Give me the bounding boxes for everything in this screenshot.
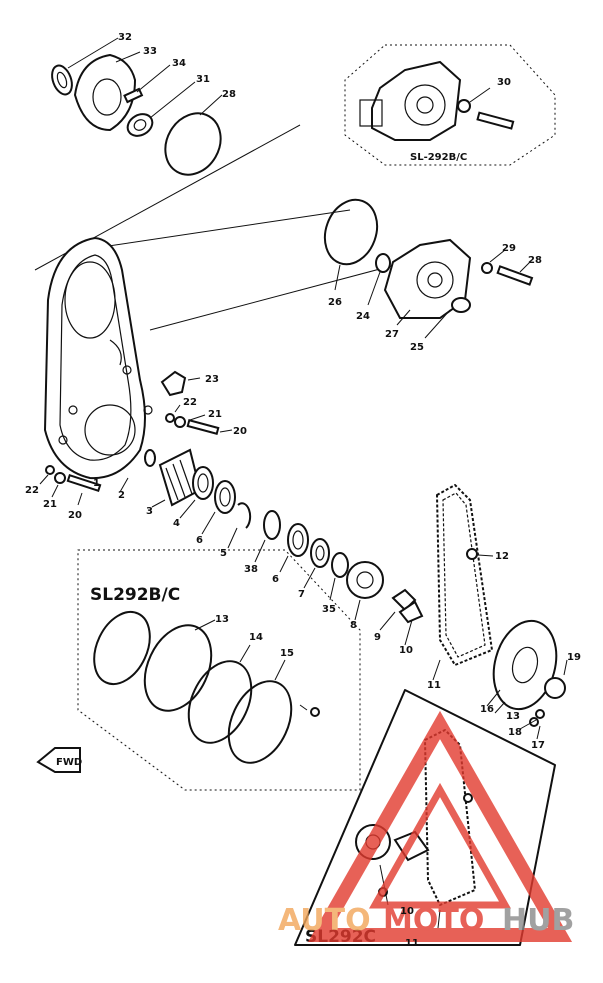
callout-14: 14 bbox=[249, 632, 263, 643]
callout-10b: 10 bbox=[400, 906, 414, 917]
callout-27: 27 bbox=[385, 329, 399, 340]
top-cover-assembly bbox=[51, 37, 223, 176]
callout-12: 12 bbox=[495, 551, 509, 562]
callout-9: 9 bbox=[374, 632, 381, 643]
callout-16: 16 bbox=[480, 704, 494, 715]
callout-3: 3 bbox=[146, 506, 153, 517]
callout-21: 21 bbox=[208, 409, 222, 420]
callout-28-top: 28 bbox=[222, 89, 236, 100]
watermark-auto: AUTO bbox=[278, 903, 371, 938]
callout-23: 23 bbox=[205, 374, 219, 385]
callout-11b: 11 bbox=[405, 938, 419, 949]
callout-29: 29 bbox=[502, 243, 516, 254]
callout-30: 30 bbox=[497, 77, 511, 88]
callout-11: 11 bbox=[427, 680, 441, 691]
callout-19: 19 bbox=[567, 652, 581, 663]
callout-1: 1 bbox=[93, 478, 100, 489]
callout-18: 18 bbox=[508, 727, 522, 738]
callout-20: 20 bbox=[233, 426, 247, 437]
cover-fasteners bbox=[39, 370, 233, 506]
callout-2: 2 bbox=[118, 490, 125, 501]
callout-22: 22 bbox=[183, 397, 197, 408]
callout-38: 38 bbox=[244, 564, 258, 575]
part-number-callouts: 32 33 34 31 28 30 29 28 26 24 27 25 23 2… bbox=[25, 32, 581, 949]
callout-6b: 6 bbox=[272, 574, 279, 585]
top-inset-label: SL-292B/C bbox=[410, 152, 467, 163]
callout-15: 15 bbox=[280, 648, 294, 659]
callout-17: 17 bbox=[531, 740, 545, 751]
callout-33: 33 bbox=[143, 46, 157, 57]
callout-35: 35 bbox=[322, 604, 336, 615]
direction-marker: FWD bbox=[36, 747, 82, 773]
shaft-stack bbox=[119, 448, 424, 646]
watermark-hub: HUB bbox=[502, 903, 574, 938]
callout-20b: 20 bbox=[68, 510, 82, 521]
watermark-moto: MOTO bbox=[383, 903, 484, 938]
dashed-box-label: SL292B/C bbox=[90, 585, 180, 605]
main-cover bbox=[43, 236, 153, 480]
callout-7: 7 bbox=[298, 589, 305, 600]
callout-31: 31 bbox=[196, 74, 210, 85]
callout-21b: 21 bbox=[43, 499, 57, 510]
callout-13: 13 bbox=[506, 711, 520, 722]
callout-24: 24 bbox=[356, 311, 370, 322]
upper-right-assembly bbox=[323, 198, 534, 339]
top-inset-variant: SL-292B/C bbox=[344, 44, 556, 166]
callout-5: 5 bbox=[220, 548, 227, 559]
callout-32: 32 bbox=[118, 32, 132, 43]
callout-13b: 13 bbox=[215, 614, 229, 625]
chain-and-hub bbox=[432, 484, 568, 740]
dashed-variant-box: SL292B/C bbox=[77, 549, 361, 791]
callout-26: 26 bbox=[328, 297, 342, 308]
watermark: AUTO MOTO HUB bbox=[278, 710, 574, 942]
callout-4: 4 bbox=[173, 518, 180, 529]
callout-8: 8 bbox=[350, 620, 357, 631]
callout-22b: 22 bbox=[25, 485, 39, 496]
callout-34: 34 bbox=[172, 58, 186, 69]
callout-6: 6 bbox=[196, 535, 203, 546]
callout-25: 25 bbox=[410, 342, 424, 353]
direction-marker-label: FWD bbox=[56, 757, 82, 768]
callout-28: 28 bbox=[528, 255, 542, 266]
callout-10: 10 bbox=[399, 645, 413, 656]
